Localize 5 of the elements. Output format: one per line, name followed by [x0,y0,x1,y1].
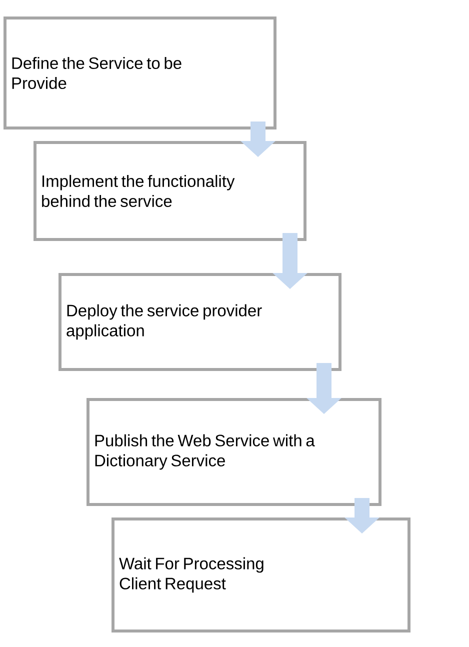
step-box: Publish the Web Service with a Dictionary Service [86,398,382,506]
step-box: Implement the functionality behind the service [34,141,306,241]
step-box: Wait For Processing Client Request [112,518,410,632]
step-box: Define the Service to be Provide [4,16,276,130]
step-box: Deploy the service provider application [58,273,342,371]
